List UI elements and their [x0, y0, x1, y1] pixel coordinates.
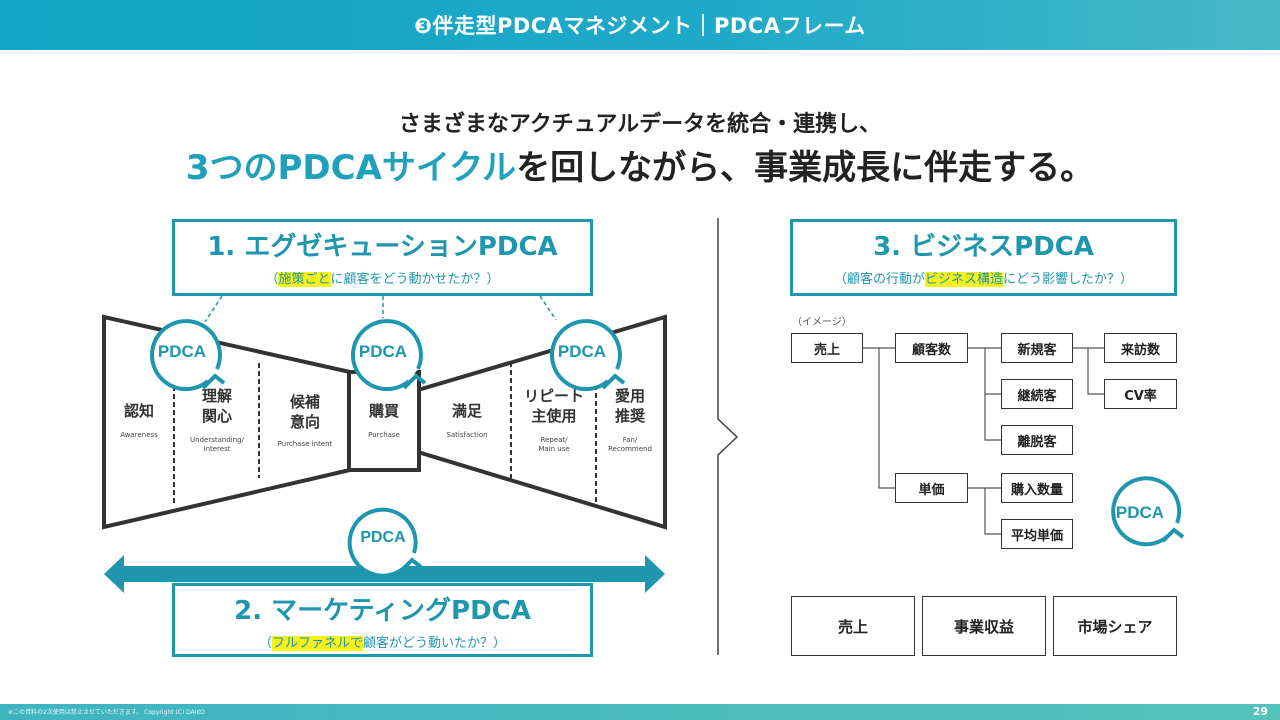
svg-text:PDCA: PDCA — [158, 342, 206, 361]
highlight-text: フルファネルで — [271, 636, 363, 651]
stage-label-jp: リピート — [523, 387, 584, 405]
image-note: （イメージ） — [792, 317, 852, 328]
lead-line-2: 3つのPDCAサイクルを回しながら、事業成長に伴走する。 — [0, 140, 1280, 189]
stage-satisfaction: 満足 Satisfaction — [424, 401, 510, 440]
tree-node-visits: 来訪数 — [1104, 333, 1177, 363]
stage-label-en: Satisfaction — [446, 431, 488, 439]
footer-bar: ※この資料の2次使用は禁止させていただきます。 Copyright (C) DA… — [0, 704, 1280, 720]
stage-label-jp: 主使用 — [531, 407, 577, 425]
stage-fan: 愛用 推奨 Fan/Recommend — [598, 386, 662, 454]
question-rest: に顧客をどう動かせたか？） — [330, 272, 500, 287]
stage-label-jp: 愛用 — [614, 387, 645, 405]
marketing-pdca-box: 2. マーケティングPDCA （フルファネルで顧客がどう動いたか？） — [172, 583, 593, 657]
question-pre: （顧客の行動が — [833, 272, 925, 287]
business-pdca-title: 3. ビジネスPDCA — [873, 232, 1094, 262]
stage-label-jp: 満足 — [451, 402, 482, 420]
stage-label-en: Fan/Recommend — [608, 436, 652, 453]
tree-node-customers: 顧客数 — [895, 333, 968, 363]
stage-label-jp: 購買 — [368, 402, 399, 420]
stage-label-en: Repeat/Main use — [538, 436, 570, 453]
pdca-cycle-icon: PDCA — [350, 319, 427, 392]
marketing-pdca-title: 2. マーケティングPDCA — [234, 596, 531, 626]
tree-node-churned-customers: 離脱客 — [1001, 425, 1073, 455]
highlight-text: 施策ごと — [278, 272, 331, 287]
slide-title: ❸伴走型PDCAマネジメント｜PDCAフレーム — [414, 14, 866, 38]
tree-node-quantity: 購入数量 — [1001, 473, 1073, 503]
stage-label-en: Understanding/Interest — [190, 436, 244, 453]
tree-node-unit-price: 単価 — [895, 473, 968, 503]
stage-label-jp: 意向 — [289, 413, 320, 431]
stage-awareness: 認知 Awareness — [104, 401, 174, 440]
paren: （ — [258, 636, 272, 651]
business-pdca-question: （顧客の行動がビジネス構造にどう影響したか？） — [793, 268, 1174, 287]
connector-dashed — [539, 295, 557, 321]
pdca-cycle-icon: PDCA — [149, 319, 226, 392]
marketing-pdca-question: （フルファネルで顧客がどう動いたか？） — [175, 632, 590, 651]
stage-repeat: リピート 主使用 Repeat/Main use — [513, 386, 595, 454]
stage-label-en: Awareness — [120, 431, 158, 439]
kpi-sales: 売上 — [791, 596, 915, 656]
section-divider — [717, 218, 739, 655]
tree-node-new-customers: 新規客 — [1001, 333, 1073, 363]
kpi-business-profit: 事業収益 — [922, 596, 1046, 656]
pdca-cycle-icon: PDCA — [1111, 476, 1185, 547]
tree-node-avg-price: 平均単価 — [1001, 519, 1073, 549]
svg-text:PDCA: PDCA — [359, 342, 407, 361]
stage-label-jp: 推奨 — [614, 407, 645, 425]
lead-accent: 3つのPDCAサイクル — [185, 148, 517, 188]
stage-label-en: Purchase intent — [277, 440, 333, 448]
question-rest: にどう影響したか？） — [1003, 272, 1134, 287]
stage-label-jp: 関心 — [201, 407, 232, 425]
paren: （ — [265, 272, 279, 287]
stage-purchase: 購買 Purchase — [351, 401, 417, 440]
copyright-note: ※この資料の2次使用は禁止させていただきます。 Copyright (C) DA… — [8, 709, 205, 716]
execution-pdca-title: 1. エグゼキューションPDCA — [207, 232, 558, 262]
execution-pdca-box: 1. エグゼキューションPDCA （施策ごとに顧客をどう動かせたか？） — [172, 219, 593, 296]
tree-node-cvr: CV率 — [1104, 379, 1177, 409]
connector-dashed — [204, 295, 223, 323]
highlight-text: ビジネス構造 — [924, 272, 1003, 287]
tree-node-sales: 売上 — [791, 333, 863, 363]
lead-line-1: さまざまなアクチュアルデータを統合・連携し、 — [398, 112, 882, 137]
page-number: 29 — [1252, 705, 1268, 718]
svg-text:PDCA: PDCA — [558, 342, 606, 361]
lead-rest: を回しながら、事業成長に伴走する。 — [516, 148, 1095, 188]
stage-label-jp: 候補 — [289, 393, 320, 411]
execution-pdca-question: （施策ごとに顧客をどう動かせたか？） — [175, 268, 590, 287]
stage-label-jp: 認知 — [123, 402, 154, 420]
question-rest: 顧客がどう動いたか？） — [363, 636, 507, 651]
kpi-market-share: 市場シェア — [1053, 596, 1177, 656]
stage-label-en: Purchase — [368, 431, 400, 439]
stage-understanding: 理解 関心 Understanding/Interest — [176, 386, 258, 454]
tree-node-continuing-customers: 継続客 — [1001, 379, 1073, 409]
business-pdca-box: 3. ビジネスPDCA （顧客の行動がビジネス構造にどう影響したか？） — [790, 219, 1177, 296]
stage-purchase-intent: 候補 意向 Purchase intent — [262, 392, 348, 449]
pdca-cycle-icon: PDCA — [347, 507, 423, 578]
stage-label-jp: 理解 — [201, 387, 232, 405]
pdca-cycle-icon: PDCA — [549, 319, 626, 392]
svg-text:PDCA: PDCA — [360, 529, 406, 546]
header-bar: ❸伴走型PDCAマネジメント｜PDCAフレーム — [0, 0, 1280, 50]
tree-connectors — [862, 347, 1104, 535]
svg-text:PDCA: PDCA — [1116, 503, 1164, 522]
